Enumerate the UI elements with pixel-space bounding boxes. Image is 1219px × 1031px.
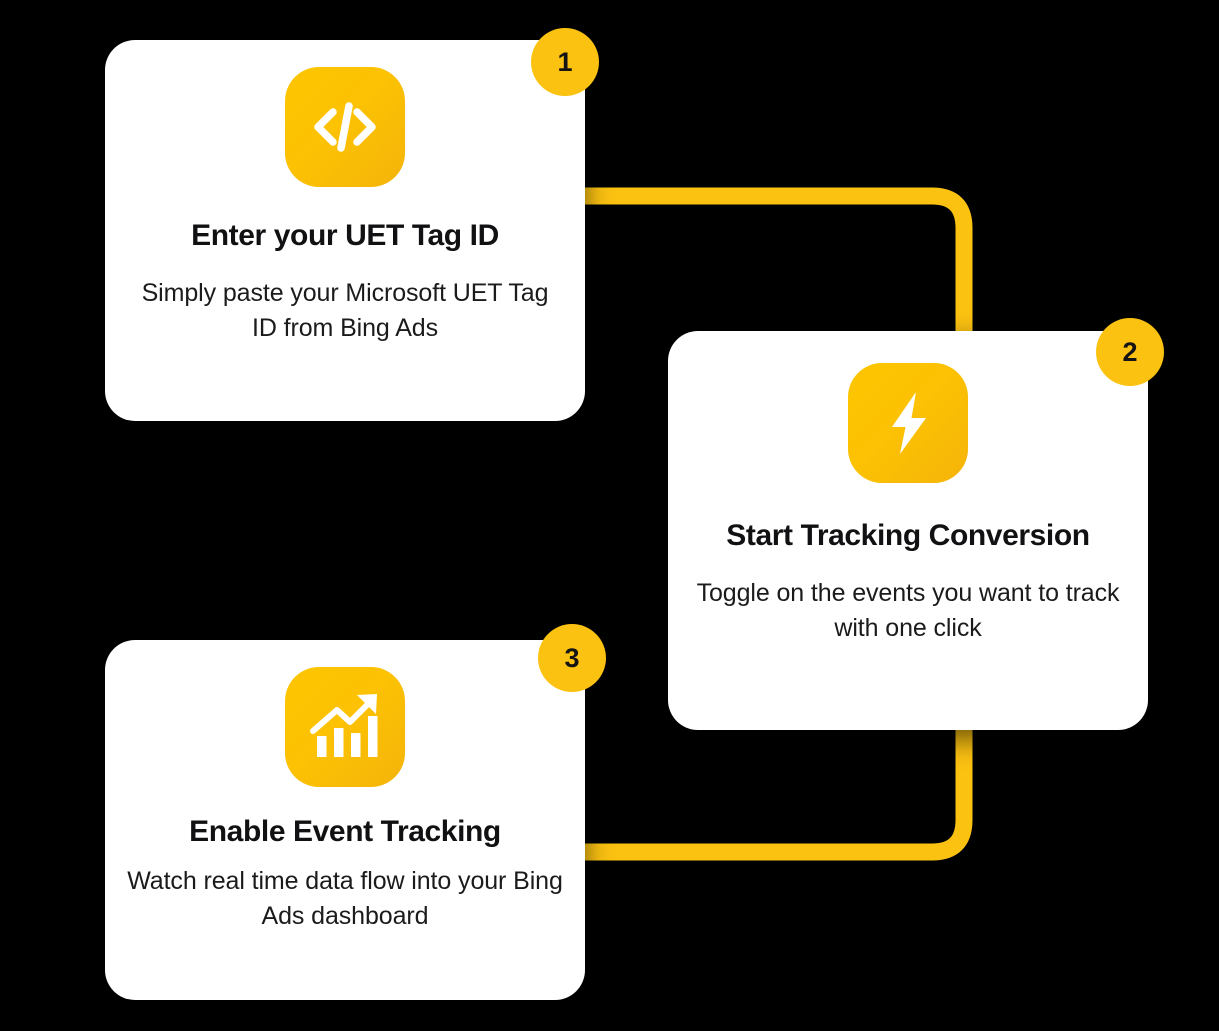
step-card-3-description: Watch real time data flow into your Bing… (127, 866, 563, 931)
step-card-1-title: Enter your UET Tag ID (191, 219, 499, 252)
growth-chart-icon (285, 667, 405, 787)
step-card-2-description: Toggle on the events you want to track w… (696, 578, 1120, 643)
step-badge-2: 2 (1096, 318, 1164, 386)
step-card-2[interactable]: Start Tracking Conversion Toggle on the … (668, 331, 1148, 730)
step-card-1-description: Simply paste your Microsoft UET Tag ID f… (141, 278, 549, 343)
step-card-3[interactable]: Enable Event Tracking Watch real time da… (105, 640, 585, 1000)
step-card-3-title: Enable Event Tracking (189, 815, 501, 848)
step-card-2-title: Start Tracking Conversion (726, 519, 1090, 552)
lightning-bolt-icon (848, 363, 968, 483)
step-badge-3: 3 (538, 624, 606, 692)
step-card-1[interactable]: Enter your UET Tag ID Simply paste your … (105, 40, 585, 421)
step-badge-1: 1 (531, 28, 599, 96)
code-brackets-icon (285, 67, 405, 187)
connector-step2-to-step3 (585, 722, 973, 861)
connector-step1-to-step2 (585, 187, 973, 341)
